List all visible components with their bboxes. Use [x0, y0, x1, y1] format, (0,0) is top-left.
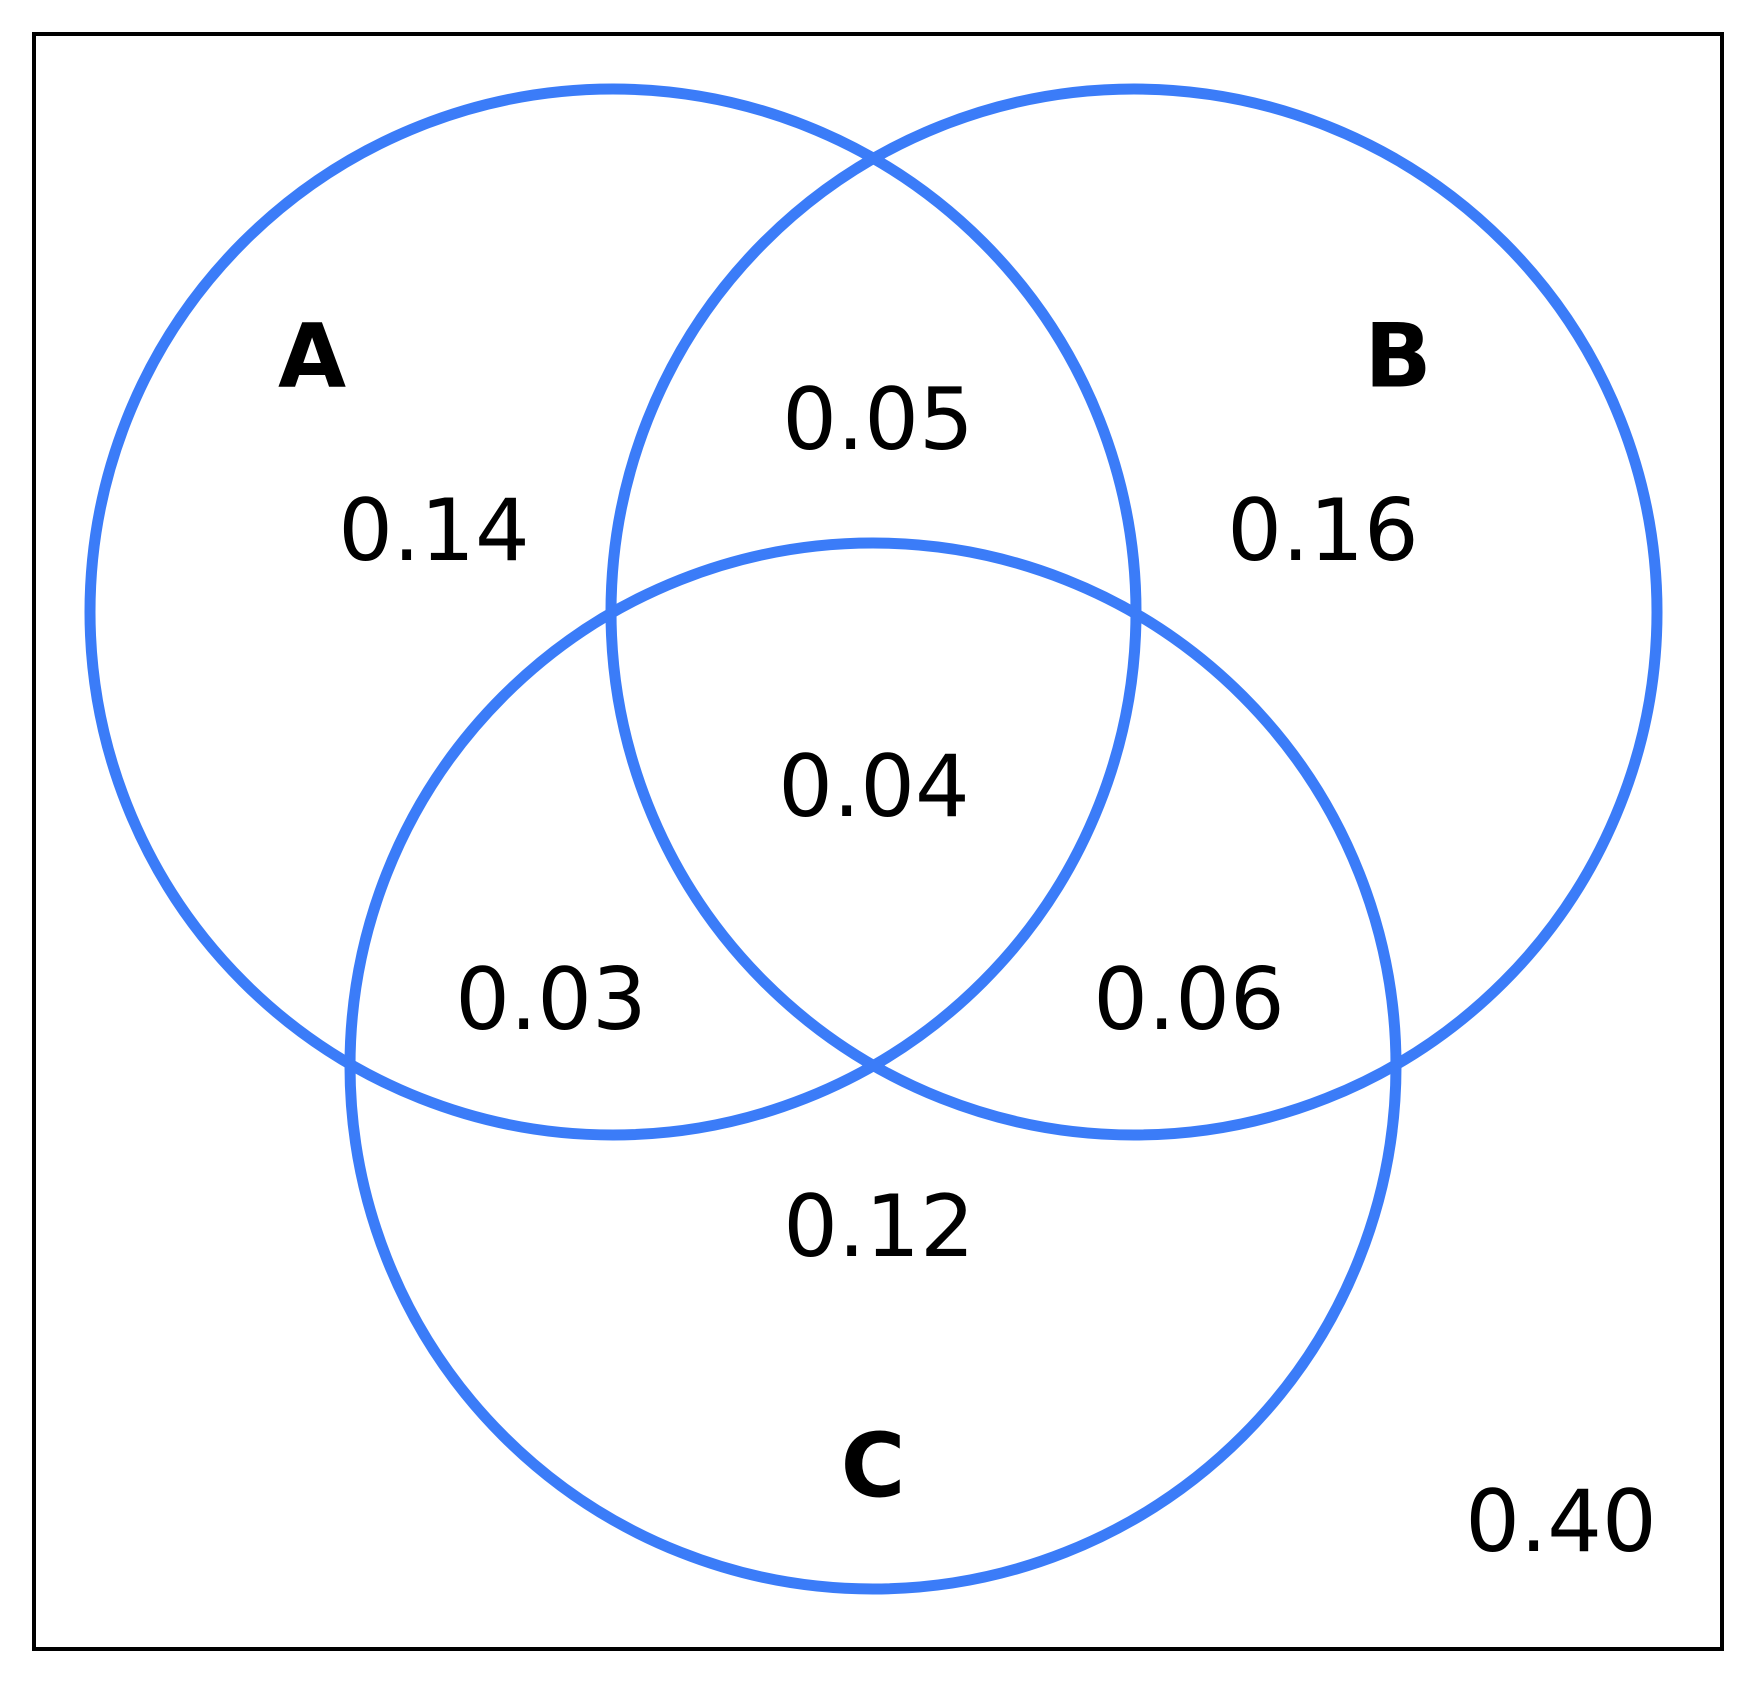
region-a-only-value: 0.14	[338, 481, 529, 581]
universe-frame	[32, 32, 1724, 1651]
circle-c	[344, 537, 1402, 1595]
set-label-a: A	[278, 305, 346, 408]
region-c-only-value: 0.12	[783, 1177, 974, 1277]
region-a-b-c-value: 0.04	[778, 737, 969, 837]
region-a-and-b-value: 0.05	[782, 370, 973, 470]
region-b-only-value: 0.16	[1227, 481, 1418, 581]
region-b-and-c-value: 0.06	[1093, 950, 1284, 1050]
region-a-and-c-value: 0.03	[455, 950, 646, 1050]
set-label-c: C	[841, 1415, 906, 1518]
set-label-b: B	[1364, 305, 1431, 408]
region-outside-value: 0.40	[1465, 1472, 1656, 1572]
